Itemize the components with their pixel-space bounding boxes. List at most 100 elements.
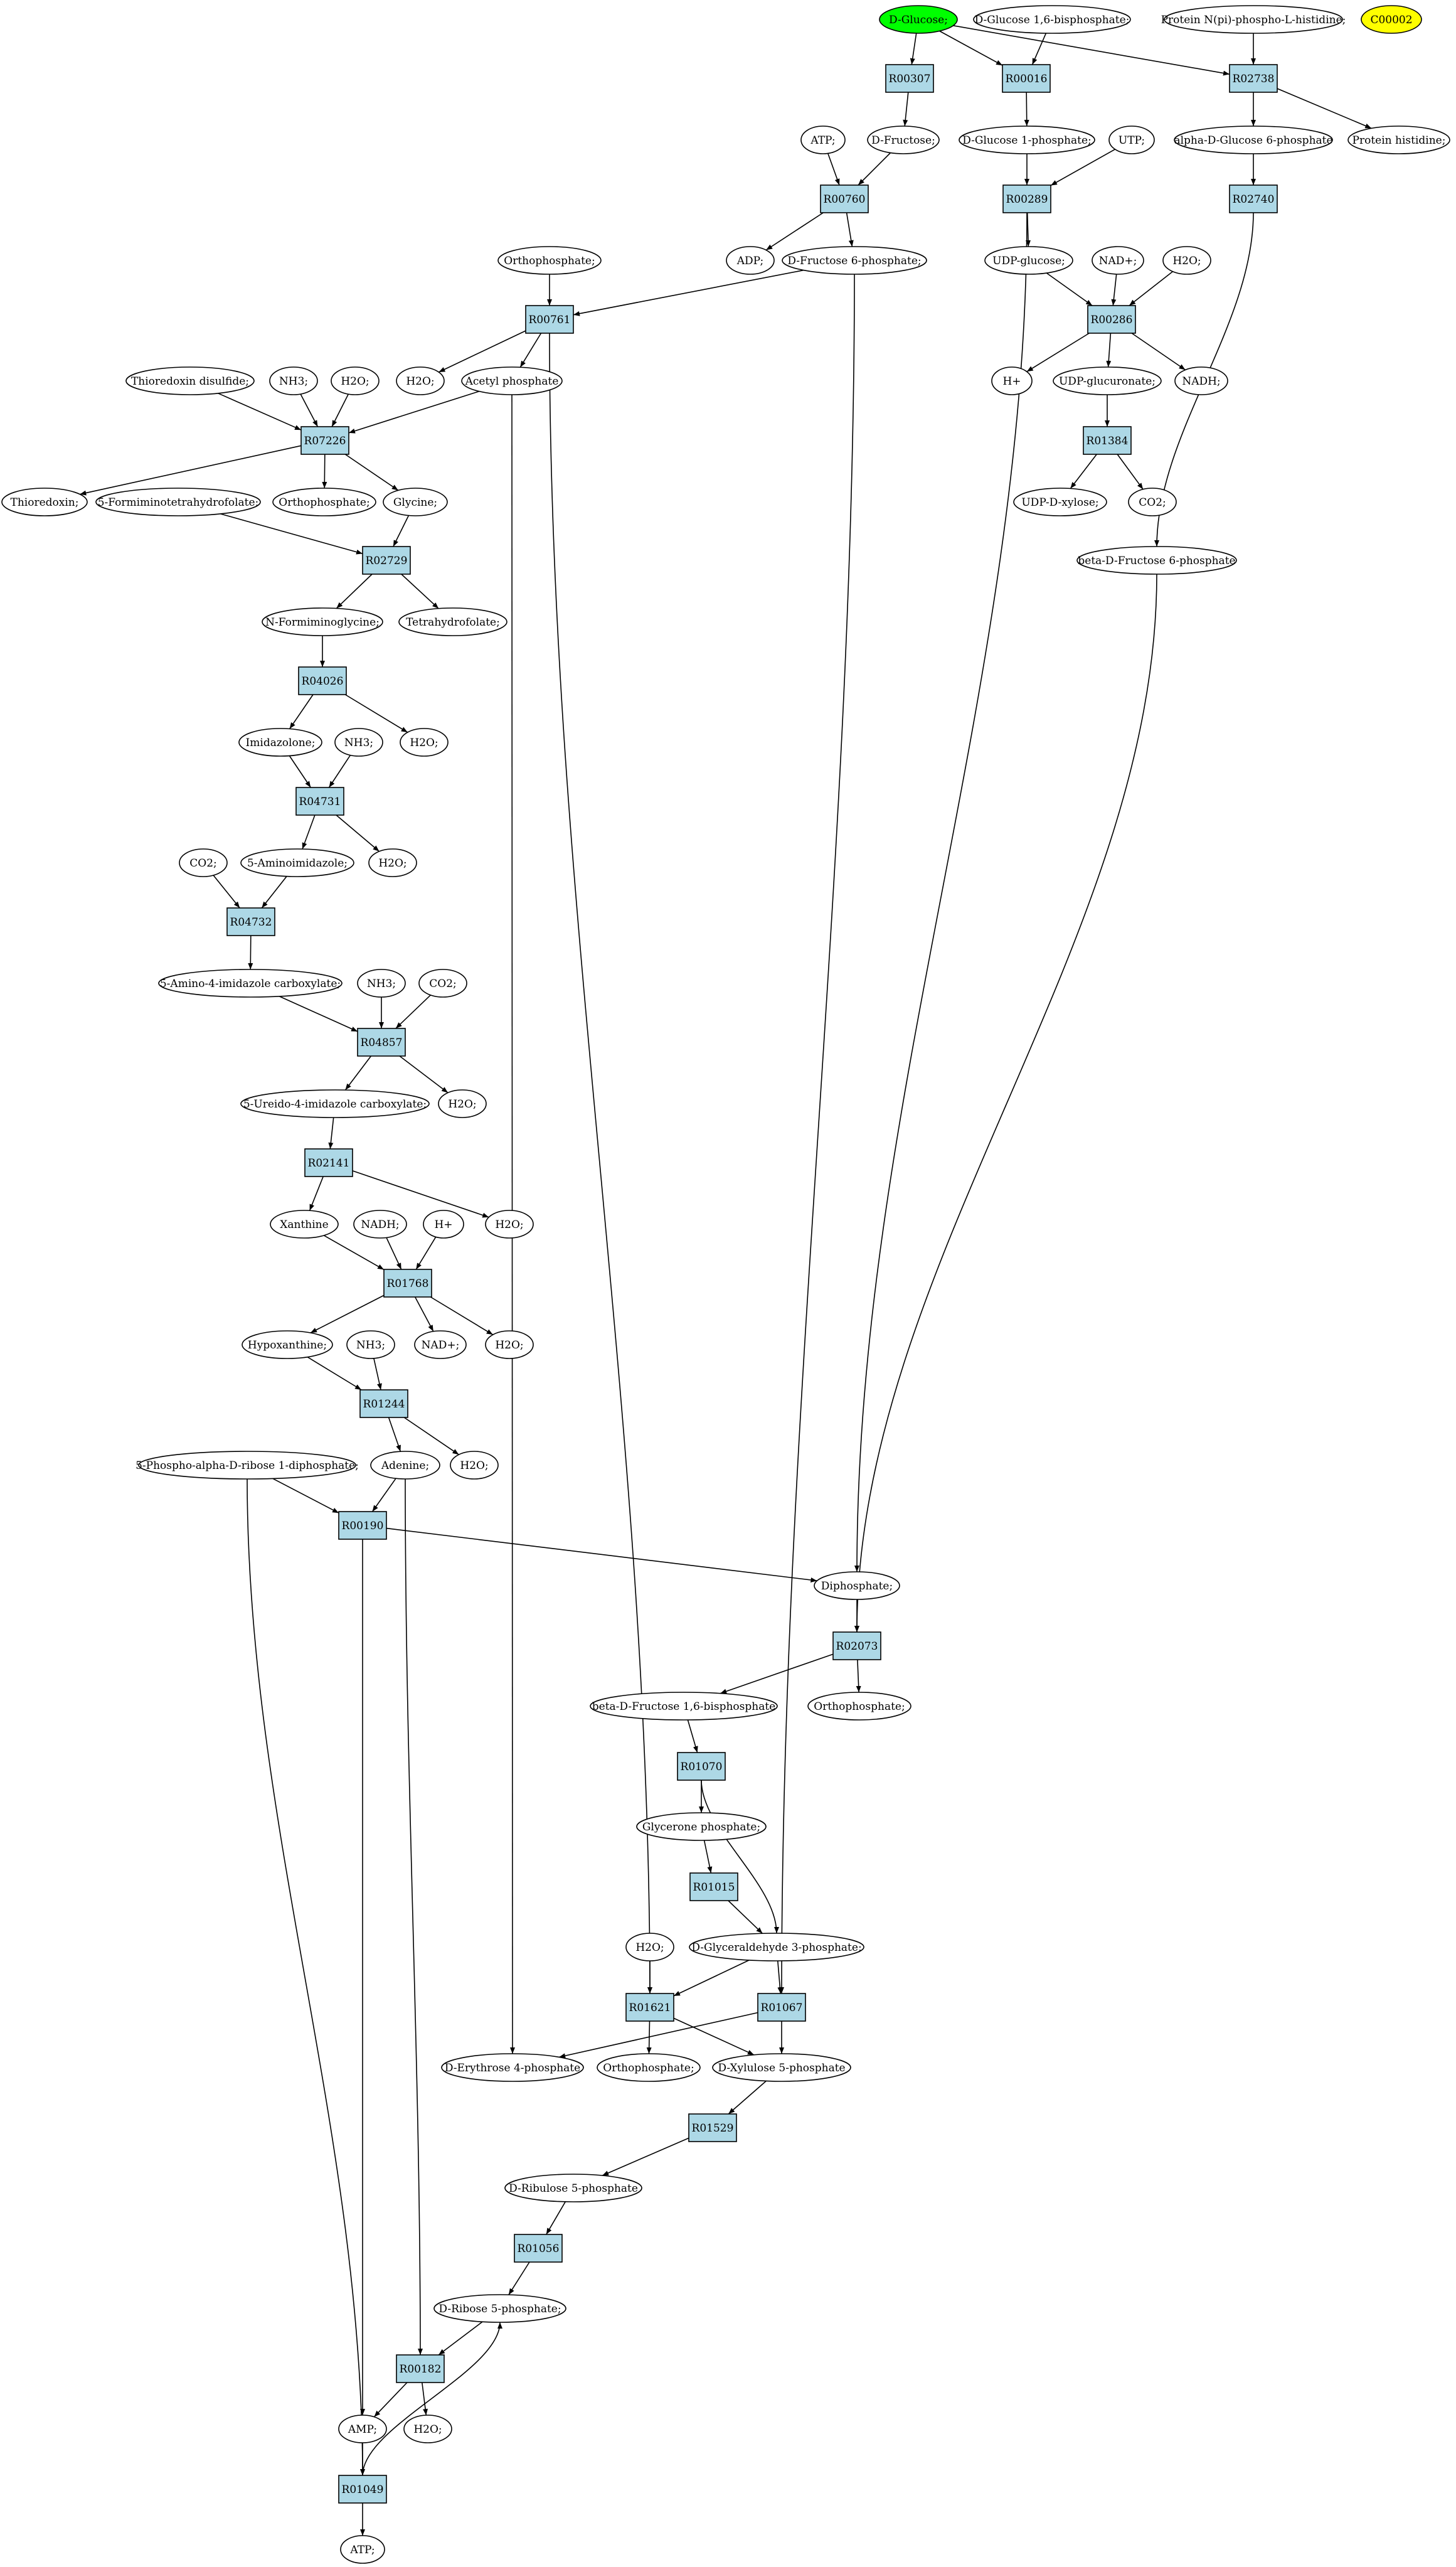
reaction-label: R01015 [693, 1881, 735, 1894]
compound-node-f6p[interactable]: D-Fructose 6-phosphate; [782, 246, 927, 275]
compound-node-udpxyl[interactable]: UDP-D-xylose; [1013, 488, 1107, 516]
compound-node-e4p[interactable]: D-Erythrose 4-phosphate [441, 2053, 584, 2082]
compound-node-dipp[interactable]: Diphosphate; [814, 1571, 900, 1600]
compound-node-h2o_f[interactable]: H2O; [438, 1089, 487, 1118]
reaction-node-r02729[interactable]: R02729 [362, 546, 411, 575]
reaction-node-r01384[interactable]: R01384 [1083, 426, 1132, 455]
compound-node-orthop2[interactable]: Orthophosphate; [272, 488, 376, 516]
compound-node-nadp2[interactable]: NAD+; [414, 1330, 467, 1359]
compound-node-co2_a[interactable]: CO2; [1128, 488, 1177, 516]
compound-node-aic[interactable]: 5-Amino-4-imidazole carboxylate; [158, 969, 343, 998]
compound-node-udpgu[interactable]: UDP-glucuronate; [1053, 366, 1162, 395]
compound-node-thf[interactable]: Tetrahydrofolate; [398, 607, 507, 636]
compound-node-thred[interactable]: Thioredoxin; [1, 488, 88, 516]
compound-node-adenine[interactable]: Adenine; [370, 1451, 440, 1480]
reaction-node-r04857[interactable]: R04857 [357, 1028, 406, 1057]
compound-node-xanthine[interactable]: Xanthine [270, 1210, 339, 1239]
compound-node-prpp[interactable]: 5-Phospho-alpha-D-ribose 1-diphosphate; [136, 1451, 359, 1480]
compound-node-nh3_b[interactable]: NH3; [334, 728, 383, 757]
compound-node-nh3_d[interactable]: NH3; [346, 1330, 395, 1359]
compound-node-acp[interactable]: Acetyl phosphate [461, 366, 563, 395]
compound-node-orthop3[interactable]: Orthophosphate; [807, 1692, 911, 1721]
compound-node-agluc6p[interactable]: alpha-D-Glucose 6-phosphate [1174, 125, 1333, 154]
reaction-node-r00016[interactable]: R00016 [1002, 64, 1051, 93]
compound-node-atp1[interactable]: ATP; [800, 125, 846, 154]
compound-node-nadh1[interactable]: NADH; [1174, 366, 1228, 395]
reaction-node-r00307[interactable]: R00307 [885, 64, 934, 93]
compound-node-orthop4[interactable]: Orthophosphate; [597, 2053, 701, 2082]
reaction-node-r01244[interactable]: R01244 [359, 1389, 408, 1418]
compound-node-adp[interactable]: ADP; [726, 246, 775, 275]
compound-node-h2o_h[interactable]: H2O; [485, 1330, 534, 1359]
compound-node-pnpi[interactable]: Protein N(pi)-phospho-L-histidine; [1161, 5, 1346, 34]
reaction-node-r00182[interactable]: R00182 [396, 2354, 445, 2383]
compound-node-h2o_b[interactable]: H2O; [331, 366, 380, 395]
compound-node-glycine[interactable]: Glycine; [383, 488, 448, 516]
compound-node-ru5p[interactable]: D-Ribulose 5-phosphate [504, 2174, 642, 2202]
reaction-node-r01621[interactable]: R01621 [625, 1993, 674, 2022]
reaction-node-r01529[interactable]: R01529 [688, 2113, 737, 2142]
compound-node-x5p[interactable]: D-Xylulose 5-phosphate [712, 2053, 851, 2082]
reaction-node-r00286[interactable]: R00286 [1087, 305, 1136, 334]
reaction-node-r00190[interactable]: R00190 [338, 1511, 387, 1540]
compound-node-bf6p[interactable]: beta-D-Fructose 6-phosphate [1076, 546, 1237, 575]
compound-node-g3p[interactable]: D-Glyceraldehyde 3-phosphate; [689, 1933, 864, 1961]
compound-node-aimid[interactable]: 5-Aminoimidazole; [240, 848, 354, 877]
compound-node-h2o_d[interactable]: H2O; [400, 728, 449, 757]
compound-node-h2o_c[interactable]: H2O; [396, 366, 445, 395]
reaction-node-r00289[interactable]: R00289 [1002, 184, 1051, 213]
reaction-node-r04731[interactable]: R04731 [295, 787, 344, 816]
reaction-node-r04026[interactable]: R04026 [298, 666, 347, 695]
compound-node-glycp[interactable]: Glycerone phosphate; [636, 1812, 767, 1841]
reaction-node-r01067[interactable]: R01067 [757, 1993, 806, 2022]
reaction-node-r02740[interactable]: R02740 [1229, 184, 1278, 213]
compound-node-dfructose[interactable]: D-Fructose; [867, 125, 940, 154]
edge-R00182-to-h2o_k [422, 2382, 428, 2416]
compound-node-hplus2[interactable]: H+ [423, 1210, 464, 1239]
compound-node-g16bp[interactable]: D-Glucose 1,6-bisphosphate; [973, 5, 1131, 34]
compound-node-fthf[interactable]: 5-Formiminotetrahydrofolate; [95, 488, 261, 516]
reaction-node-r01049[interactable]: R01049 [338, 2475, 387, 2504]
compound-node-co2_b[interactable]: CO2; [179, 848, 228, 877]
compound-node-nfg[interactable]: N-Formiminoglycine; [262, 607, 383, 636]
compound-node-h2o_j[interactable]: H2O; [625, 1933, 674, 1961]
compound-node-h2o_k[interactable]: H2O; [403, 2415, 452, 2443]
compound-node-co2_c[interactable]: CO2; [418, 969, 467, 998]
reaction-node-r02073[interactable]: R02073 [832, 1631, 881, 1660]
compound-node-bf16bp[interactable]: beta-D-Fructose 1,6-bisphosphate [590, 1692, 778, 1721]
compound-node-imidazolone[interactable]: Imidazolone; [238, 728, 322, 757]
compound-node-c00002[interactable]: C00002 [1361, 5, 1422, 34]
compound-node-hplus1[interactable]: H+ [991, 366, 1033, 395]
compound-node-nh3_a[interactable]: NH3; [269, 366, 318, 395]
edge-R00761-to-acp [519, 333, 542, 368]
compound-node-hypox[interactable]: Hypoxanthine; [242, 1330, 333, 1359]
compound-node-nh3_c[interactable]: NH3; [357, 969, 406, 998]
compound-node-amp[interactable]: AMP; [338, 2415, 387, 2443]
compound-node-h2o_e[interactable]: H2O; [368, 848, 417, 877]
reaction-node-r07226[interactable]: R07226 [300, 426, 349, 455]
reaction-node-r00761[interactable]: R00761 [525, 305, 574, 334]
compound-node-phis[interactable]: Protein histidine; [1347, 125, 1450, 154]
compound-node-udpglc[interactable]: UDP-glucose; [984, 246, 1073, 275]
compound-node-g1p[interactable]: D-Glucose 1-phosphate; [959, 125, 1095, 154]
compound-node-atp2[interactable]: ATP; [340, 2535, 385, 2564]
compound-node-h2o_i[interactable]: H2O; [450, 1451, 499, 1480]
compound-node-nadh2[interactable]: NADH; [353, 1210, 407, 1239]
compound-node-nadp1[interactable]: NAD+; [1092, 246, 1144, 275]
compound-node-h2o_a[interactable]: H2O; [1162, 246, 1211, 275]
compound-node-uic[interactable]: 5-Ureido-4-imidazole carboxylate; [240, 1089, 430, 1118]
compound-node-dglucose[interactable]: D-Glucose; [879, 5, 958, 34]
reaction-node-r01768[interactable]: R01768 [383, 1269, 432, 1298]
reaction-node-r01015[interactable]: R01015 [689, 1872, 738, 1901]
reaction-node-r04732[interactable]: R04732 [226, 907, 275, 936]
reaction-node-r01070[interactable]: R01070 [677, 1752, 726, 1781]
reaction-node-r00760[interactable]: R00760 [820, 184, 869, 213]
reaction-node-r02738[interactable]: R02738 [1229, 64, 1278, 93]
compound-node-orthop1[interactable]: Orthophosphate; [497, 246, 602, 275]
reaction-node-r02141[interactable]: R02141 [304, 1148, 353, 1177]
compound-node-utp[interactable]: UTP; [1108, 125, 1155, 154]
compound-node-h2o_g[interactable]: H2O; [485, 1210, 534, 1239]
compound-node-thdis[interactable]: Thioredoxin disulfide; [125, 366, 255, 395]
compound-node-r5p[interactable]: D-Ribose 5-phosphate; [433, 2294, 566, 2323]
reaction-node-r01056[interactable]: R01056 [514, 2234, 563, 2263]
